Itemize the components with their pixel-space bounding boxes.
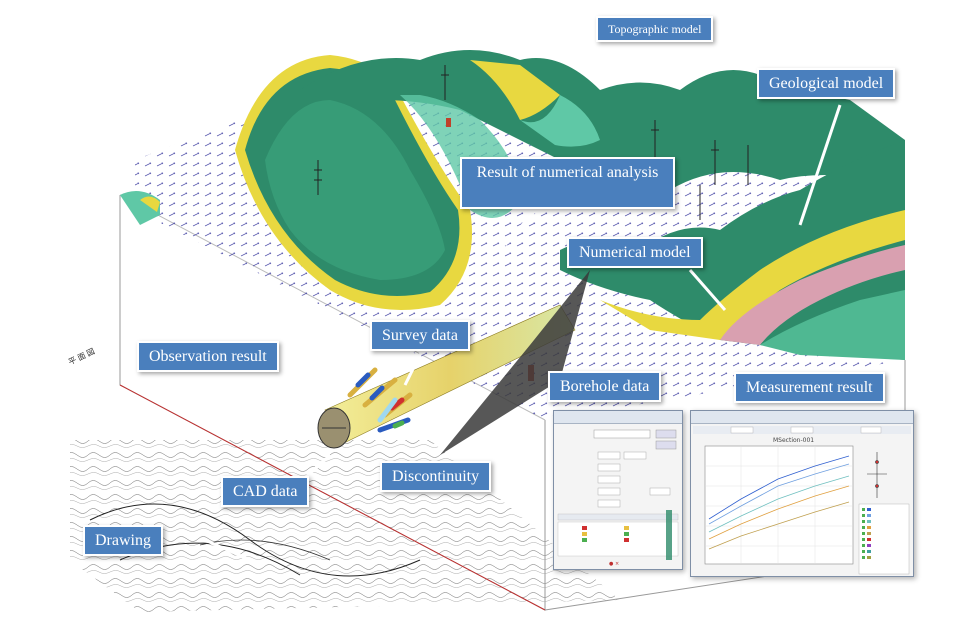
- terrain-surface: [120, 50, 905, 360]
- svg-text:● ×: ● ×: [609, 561, 619, 567]
- tunnel-model: [317, 304, 576, 449]
- callout-observation-result: Observation result: [137, 341, 279, 373]
- callout-borehole-data: Borehole data: [548, 371, 662, 403]
- callout-geological-model: Geological model: [757, 68, 896, 100]
- measurement-plot-area: [704, 445, 854, 565]
- callout-measurement-result: Measurement result: [734, 372, 885, 404]
- measurement-window-titlebar: [691, 411, 913, 424]
- measurement-chart-title: MSection-001: [773, 437, 815, 444]
- borehole-data-window: ● ×: [553, 410, 683, 570]
- callout-numerical-model: Numerical model: [567, 237, 703, 269]
- callout-drawing: Drawing: [83, 525, 163, 557]
- callout-topographic-model: Topographic model: [596, 16, 714, 43]
- callout-result-numerical-analysis: Result of numerical analysis: [460, 157, 675, 209]
- callout-cad-data: CAD data: [221, 476, 310, 508]
- discontinuity-plane: [440, 270, 590, 455]
- callout-survey-data: Survey data: [370, 320, 470, 352]
- measurement-curves: [708, 455, 850, 550]
- measurement-result-window: MSection-001: [690, 410, 914, 577]
- borehole-window-titlebar: [554, 411, 682, 424]
- callout-discontinuity: Discontinuity: [380, 461, 492, 493]
- borehole-red-marker: [446, 118, 451, 127]
- borehole-markers: [314, 65, 749, 220]
- borehole-window-form: ● ×: [557, 429, 679, 567]
- measurement-window-body: [693, 426, 911, 575]
- axis-tick-text: 平 面 図: [67, 347, 96, 367]
- callout-arrows: [204, 48, 842, 562]
